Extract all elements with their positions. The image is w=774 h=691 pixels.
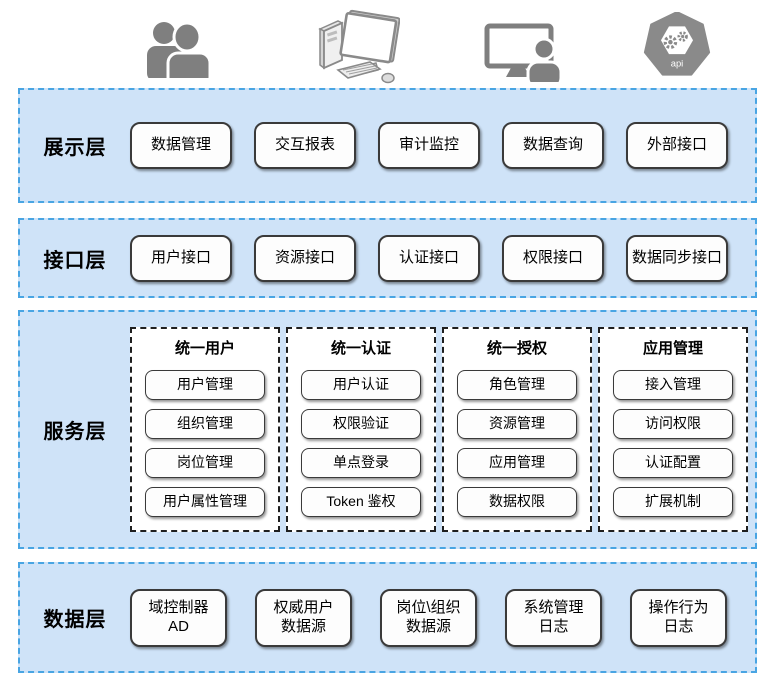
service-group-unified-auth: 统一认证 用户认证 权限验证 单点登录 Token 鉴权 <box>286 327 436 532</box>
box-label: 审计监控 <box>398 136 459 154</box>
api-icon: api <box>641 11 713 83</box>
service-item: 单点登录 <box>301 448 421 478</box>
service-item: 角色管理 <box>457 370 577 400</box>
interface-box: 数据同步接口 <box>626 234 728 282</box>
service-group-unified-authz: 统一授权 角色管理 资源管理 应用管理 数据权限 <box>442 327 592 532</box>
box-label: 用户管理 <box>177 376 233 393</box>
service-item: 扩展机制 <box>613 487 733 517</box>
service-groups-row: 统一用户 用户管理 组织管理 岗位管理 用户属性管理 统一认证 用户认证 权限验… <box>130 327 748 532</box>
service-group-app-mgmt: 应用管理 接入管理 访问权限 认证配置 扩展机制 <box>598 327 748 532</box>
layer-data-label: 数据层 <box>43 609 107 631</box>
box-label: 数据管理 <box>150 136 211 154</box>
box-label: 数据查询 <box>522 136 583 154</box>
box-label-line1: 操作行为 <box>648 598 709 616</box>
api-icon-label: api <box>671 58 684 69</box>
users-icon <box>143 16 212 89</box>
service-item: 用户管理 <box>145 370 265 400</box>
data-box: 系统管理 日志 <box>505 588 602 647</box>
box-label-line1: 域控制器 <box>148 598 209 616</box>
layer-presentation: 展示层 数据管理 交互报表 审计监控 数据查询 外部接口 <box>18 88 757 203</box>
box-label-line2: 日志 <box>538 617 569 635</box>
box-label: 数据同步接口 <box>631 248 722 266</box>
interface-box: 用户接口 <box>130 234 232 282</box>
box-label: Token 鉴权 <box>326 493 396 510</box>
service-item: 岗位管理 <box>145 448 265 478</box>
service-item: 权限验证 <box>301 409 421 439</box>
box-label: 资源管理 <box>489 415 545 432</box>
layer-data: 数据层 域控制器 AD 权威用户 数据源 岗位\组织 数据源 系统管理 日志 操… <box>18 562 757 673</box>
presentation-box: 外部接口 <box>626 122 728 169</box>
presentation-box: 数据查询 <box>502 122 604 169</box>
box-label-line1: 岗位\组织 <box>396 598 461 616</box>
monitor-user-icon <box>484 22 564 90</box>
box-label: 用户接口 <box>150 248 211 266</box>
box-label: 权限接口 <box>522 248 583 266</box>
box-label: 用户属性管理 <box>163 493 247 510</box>
interface-boxes-row: 用户接口 资源接口 认证接口 权限接口 数据同步接口 <box>130 234 728 282</box>
group-items: 用户认证 权限验证 单点登录 Token 鉴权 <box>301 370 421 517</box>
presentation-box: 交互报表 <box>254 122 356 169</box>
service-item: Token 鉴权 <box>301 487 421 517</box>
interface-box: 资源接口 <box>254 234 356 282</box>
box-label: 接入管理 <box>645 376 701 393</box>
service-item: 组织管理 <box>145 409 265 439</box>
service-item: 应用管理 <box>457 448 577 478</box>
group-items: 接入管理 访问权限 认证配置 扩展机制 <box>613 370 733 517</box>
presentation-boxes-row: 数据管理 交互报表 审计监控 数据查询 外部接口 <box>130 122 728 169</box>
box-label-line2: 数据源 <box>405 617 451 635</box>
group-title: 统一认证 <box>330 340 391 357</box>
layer-service: 服务层 统一用户 用户管理 组织管理 岗位管理 用户属性管理 统一认证 用户认证… <box>18 310 757 549</box>
data-boxes-row: 域控制器 AD 权威用户 数据源 岗位\组织 数据源 系统管理 日志 操作行为 … <box>130 588 727 647</box>
box-label-line1: 权威用户 <box>273 598 334 616</box>
box-label: 扩展机制 <box>645 493 701 510</box>
group-items: 用户管理 组织管理 岗位管理 用户属性管理 <box>145 370 265 517</box>
group-title: 应用管理 <box>642 340 703 357</box>
box-label: 岗位管理 <box>177 454 233 471</box>
service-item: 资源管理 <box>457 409 577 439</box>
service-item: 用户属性管理 <box>145 487 265 517</box>
box-label: 单点登录 <box>333 454 389 471</box>
box-label: 外部接口 <box>646 136 707 154</box>
layer-interface: 接口层 用户接口 资源接口 认证接口 权限接口 数据同步接口 <box>18 218 757 298</box>
layer-interface-label: 接口层 <box>43 249 107 272</box>
box-label: 数据权限 <box>489 493 545 510</box>
service-item: 数据权限 <box>457 487 577 517</box>
box-label: 认证接口 <box>398 248 459 266</box>
box-label-line2: 数据源 <box>280 617 326 635</box>
presentation-box: 数据管理 <box>130 122 232 169</box>
service-item: 认证配置 <box>613 448 733 478</box>
box-label: 认证配置 <box>645 454 701 471</box>
desktop-computer-icon <box>312 8 401 91</box>
box-label: 权限验证 <box>333 415 389 432</box>
box-label: 交互报表 <box>274 136 335 154</box>
service-item: 用户认证 <box>301 370 421 400</box>
box-label: 应用管理 <box>489 454 545 471</box>
box-label-line1: 系统管理 <box>523 598 584 616</box>
layer-presentation-label: 展示层 <box>43 137 107 159</box>
data-box: 域控制器 AD <box>130 588 227 647</box>
box-label: 访问权限 <box>645 415 701 432</box>
box-label-line2: 日志 <box>663 617 694 635</box>
service-item: 访问权限 <box>613 409 733 439</box>
service-item: 接入管理 <box>613 370 733 400</box>
group-title: 统一授权 <box>486 340 547 357</box>
data-box: 岗位\组织 数据源 <box>380 588 477 647</box>
data-box: 权威用户 数据源 <box>255 588 352 647</box>
presentation-box: 审计监控 <box>378 122 480 169</box>
box-label: 资源接口 <box>274 248 335 266</box>
layer-service-label: 服务层 <box>43 421 107 443</box>
data-box: 操作行为 日志 <box>630 588 727 647</box>
box-label: 角色管理 <box>489 376 545 393</box>
group-items: 角色管理 资源管理 应用管理 数据权限 <box>457 370 577 517</box>
box-label: 组织管理 <box>177 415 233 432</box>
interface-box: 权限接口 <box>502 234 604 282</box>
box-label: 用户认证 <box>333 376 389 393</box>
group-title: 统一用户 <box>174 340 235 357</box>
box-label-line2: AD <box>168 617 189 635</box>
service-group-unified-user: 统一用户 用户管理 组织管理 岗位管理 用户属性管理 <box>130 327 280 532</box>
interface-box: 认证接口 <box>378 234 480 282</box>
